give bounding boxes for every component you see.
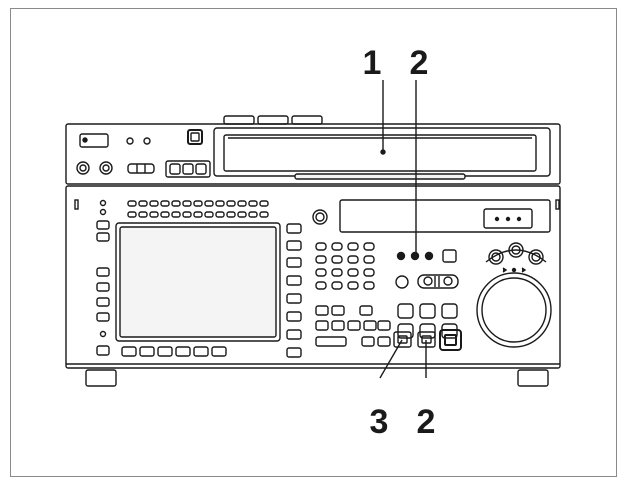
transport-button[interactable]	[441, 303, 458, 319]
foot	[85, 369, 117, 387]
callout-3: 3	[370, 403, 389, 441]
monitor-bezel	[115, 222, 281, 342]
indicator-lamp	[126, 137, 134, 145]
side-key[interactable]	[286, 329, 302, 340]
side-key[interactable]	[286, 347, 302, 358]
edit-keys	[315, 305, 391, 347]
small-button[interactable]	[169, 163, 181, 175]
small-button[interactable]	[96, 232, 110, 242]
side-key[interactable]	[286, 311, 302, 322]
small-button[interactable]	[96, 282, 110, 292]
search-dial[interactable]	[476, 272, 552, 348]
headphone-jack[interactable]	[76, 161, 90, 175]
power-switch[interactable]	[79, 133, 109, 148]
top-tab	[291, 115, 323, 125]
callout-2-bottom: 2	[417, 403, 436, 441]
top-tab	[223, 115, 255, 125]
upper-deck	[65, 115, 561, 185]
standby-button[interactable]	[439, 329, 462, 351]
leader-lines	[379, 80, 427, 379]
left-button-column	[96, 199, 110, 356]
square-button[interactable]	[442, 249, 457, 263]
record-button[interactable]	[395, 275, 409, 289]
soft-key[interactable]	[193, 346, 209, 357]
transport-button[interactable]	[397, 303, 414, 319]
button-group	[165, 160, 211, 178]
numeric-keypad	[315, 242, 375, 290]
play-button[interactable]	[393, 331, 412, 348]
time-display	[339, 199, 551, 233]
shuttle-jog-selector[interactable]	[417, 274, 459, 289]
small-button[interactable]	[195, 163, 207, 175]
side-mark	[74, 199, 79, 210]
side-key[interactable]	[286, 293, 302, 304]
monitor-screen	[119, 226, 277, 338]
small-button[interactable]	[96, 267, 110, 277]
small-button[interactable]	[96, 312, 110, 322]
foot	[517, 369, 549, 387]
leader-line-3	[379, 339, 403, 379]
side-key[interactable]	[286, 275, 302, 286]
callout-2-top: 2	[410, 44, 429, 82]
indicator-lamp	[143, 137, 151, 145]
jog-mode-button[interactable]	[488, 249, 504, 265]
callout-1: 1	[363, 44, 382, 82]
soft-key[interactable]	[139, 346, 155, 357]
search-dial-section	[476, 242, 552, 348]
selector-switch[interactable]	[127, 163, 155, 174]
soft-key[interactable]	[121, 346, 137, 357]
transport-button[interactable]	[419, 303, 436, 319]
transport-button[interactable]	[419, 323, 436, 339]
top-tab	[257, 115, 289, 125]
var-mode-button[interactable]	[528, 249, 544, 265]
side-mark	[555, 199, 560, 210]
soft-key-row	[121, 346, 227, 357]
indicator-button[interactable]	[424, 251, 434, 261]
cassette-lid	[294, 173, 466, 180]
headphone-level-knob[interactable]	[99, 161, 113, 175]
side-key[interactable]	[286, 257, 302, 268]
eject-button[interactable]	[187, 129, 203, 145]
display-window	[483, 208, 533, 229]
soft-key[interactable]	[211, 346, 227, 357]
small-button[interactable]	[182, 163, 194, 175]
small-button[interactable]	[96, 345, 110, 356]
lower-deck	[65, 185, 561, 387]
soft-key[interactable]	[175, 346, 191, 357]
figure-frame	[10, 8, 617, 477]
side-key[interactable]	[286, 223, 302, 234]
small-button[interactable]	[96, 297, 110, 307]
soft-key[interactable]	[157, 346, 173, 357]
menu-knob[interactable]	[312, 209, 328, 225]
top-button-rows	[127, 200, 269, 218]
cassette-slot[interactable]	[223, 134, 537, 172]
transport-button[interactable]	[397, 323, 414, 339]
indicator-button[interactable]	[396, 251, 406, 261]
screen-side-buttons	[286, 223, 302, 358]
side-key[interactable]	[286, 240, 302, 251]
small-button[interactable]	[96, 220, 110, 230]
